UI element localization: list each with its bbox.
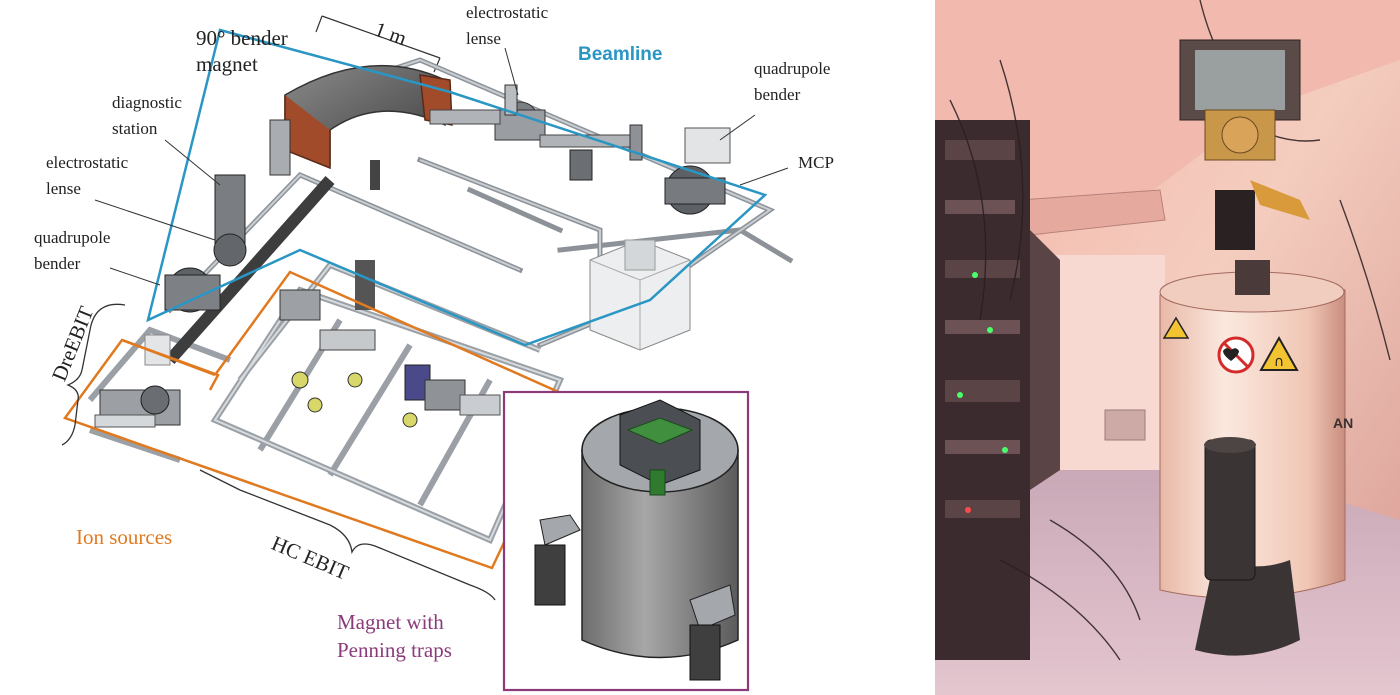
ceiling-beamline: [1179, 39, 1310, 250]
leader-lines: [94, 47, 789, 286]
label-magnet-penning: Magnet with Penning traps: [337, 610, 452, 662]
label-diagnostic-station: diagnostic station: [112, 93, 182, 138]
label-electrostatic-lense-left: electrostatic lense: [46, 153, 129, 198]
lab-photo: ∩: [935, 0, 1400, 695]
cad-diagram: [61, 15, 794, 692]
beam-rail: [165, 176, 335, 364]
label-quadrupole-bender-right: quadrupole bender: [754, 59, 831, 104]
hc-ebit-components: [279, 260, 501, 428]
label-electrostatic-lense-top: electrostatic lense: [466, 3, 549, 48]
warning-small-icon: [1162, 316, 1190, 339]
magnet-tank: [1159, 260, 1346, 656]
warning-triangle-icon: ∩: [1259, 335, 1299, 371]
scale-bar: [321, 15, 441, 59]
electronics-racks: [935, 120, 1060, 660]
label-mcp: MCP: [798, 153, 834, 172]
dreebit-brace: [61, 303, 126, 446]
label-bender-magnet: 90° bender magnet: [196, 26, 288, 76]
magnet-cad: [534, 399, 739, 681]
beamline-outline: [146, 28, 768, 347]
hc-ebit-brace: [199, 469, 496, 601]
magnet-brand-text: AN: [1333, 415, 1354, 431]
label-beamline: Beamline: [578, 44, 663, 65]
label-quadrupole-bender-left: quadrupole bender: [34, 228, 111, 273]
no-pacemaker-icon: [1217, 336, 1255, 374]
beamline-components: [144, 84, 731, 366]
label-ion-sources: Ion sources: [76, 525, 173, 549]
dreebit-components: [94, 385, 181, 428]
svg-text:∩: ∩: [1274, 354, 1284, 370]
